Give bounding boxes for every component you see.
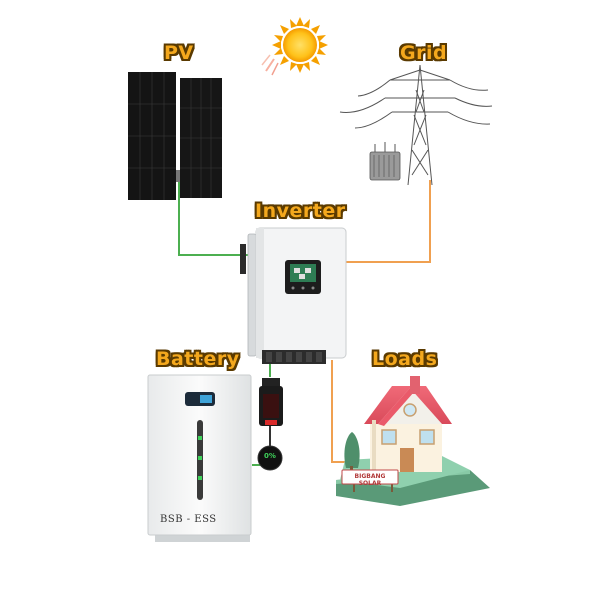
battery-cabinet <box>147 374 252 542</box>
inverter-label: Inverter <box>255 200 346 222</box>
power-pylon <box>339 64 493 186</box>
sun-icon <box>261 17 328 76</box>
transformer <box>369 142 401 181</box>
breaker-readout: 0% <box>264 452 276 460</box>
solar-panel <box>128 72 222 200</box>
battery-label: Battery <box>156 348 240 370</box>
grid-to-inverter-line <box>345 180 431 263</box>
inverter <box>240 227 347 364</box>
pv-label: PV <box>164 42 194 64</box>
house-sign-text: BIGBANG SOLAR <box>354 473 386 487</box>
pv-to-inverter-line <box>178 178 250 256</box>
loads-label: Loads <box>372 348 438 370</box>
dc-breaker <box>257 378 283 471</box>
battery-brand: BSB - ESS <box>160 514 217 525</box>
house-sign <box>341 469 399 492</box>
grid-label: Grid <box>400 42 448 64</box>
